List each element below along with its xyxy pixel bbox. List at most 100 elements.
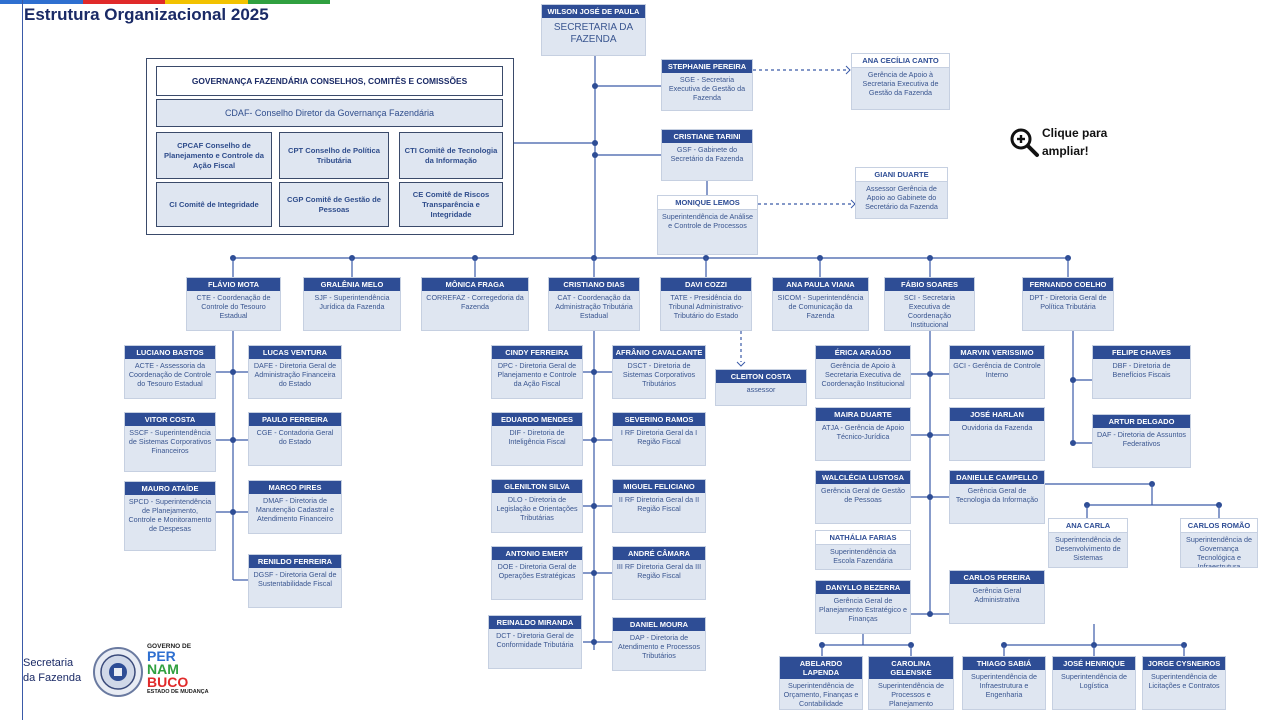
person-name: JOSÉ HENRIQUE <box>1053 657 1135 670</box>
council-box[interactable]: CTI Comitê de Tecnologia da Informação <box>399 132 503 179</box>
council-box[interactable]: CE Comitê de Riscos Transparência e Inte… <box>399 182 503 227</box>
stripe-green <box>247 0 330 4</box>
person-name: MONIQUE LEMOS <box>658 196 757 210</box>
person-name: CINDY FERREIRA <box>492 346 582 359</box>
council-box[interactable]: CGP Comitê de Gestão de Pessoas <box>279 182 389 227</box>
unit-description: Superintendência de Governança Tecnológi… <box>1186 535 1252 568</box>
unit-description: assessor <box>746 385 776 394</box>
unit-description: II RF Diretoria Geral da II Região Fisca… <box>618 495 700 513</box>
unit-description: Gerência Geral de Tecnologia da Informaç… <box>955 486 1039 504</box>
connector-dot <box>591 503 597 509</box>
person-name: STEPHANIE PEREIRA <box>662 60 752 73</box>
council-box[interactable]: CPCAF Conselho de Planejamento e Control… <box>156 132 272 179</box>
org-unit-box[interactable]: LUCIANO BASTOS ACTE - Assessoria da Coord… <box>124 345 216 399</box>
unit-description: SPCD - Superintendência de Planejamento,… <box>128 497 212 533</box>
unit-description: Assessor Gerência de Apoio ao Gabinete d… <box>865 184 938 211</box>
connector-dot <box>591 369 597 375</box>
council-box[interactable]: CPT Conselho de Política Tributária <box>279 132 389 179</box>
person-name: CRISTIANO DIAS <box>549 278 639 291</box>
stripe-red <box>82 0 165 4</box>
unit-description: DBF - Diretoria de Benefícios Fiscais <box>1112 361 1171 379</box>
connector-dot <box>230 509 236 515</box>
unit-description: GCI - Gerência de Controle Interno <box>953 361 1041 379</box>
person-name: LUCIANO BASTOS <box>125 346 215 359</box>
person-name: MARCO PIRES <box>249 481 341 494</box>
person-name: NATHÁLIA FARIAS <box>816 531 910 545</box>
person-name: PAULO FERREIRA <box>249 413 341 426</box>
org-unit-box[interactable]: FELIPE CHAVES DBF - Diretoria de Benefíci… <box>1092 345 1191 399</box>
connector-dot <box>592 152 598 158</box>
org-unit-box[interactable]: SEVERINO RAMOS I RF Diretoria Geral da I … <box>612 412 706 466</box>
org-unit-box[interactable]: MARVIN VERISSIMO GCI - Gerência de Contro… <box>949 345 1045 399</box>
person-name: FLÁVIO MOTA <box>187 278 280 291</box>
person-name: FELIPE CHAVES <box>1093 346 1190 359</box>
governance-title[interactable]: GOVERNANÇA FAZENDÁRIA CONSELHOS, COMITÊS… <box>156 66 503 96</box>
person-name: WILSON JOSÉ DE PAULA <box>542 5 645 18</box>
connector-dot <box>591 639 597 645</box>
person-name: VITOR COSTA <box>125 413 215 426</box>
unit-description: DAP - Diretoria de Atendimento e Process… <box>618 633 700 660</box>
page-title: Estrutura Organizacional 2025 <box>24 5 269 24</box>
person-name: MARVIN VERISSIMO <box>950 346 1044 359</box>
cdaf-council[interactable]: CDAF- Conselho Diretor da Governança Faz… <box>156 99 503 127</box>
person-name: REINALDO MIRANDA <box>489 616 581 629</box>
zoom-hint[interactable]: Clique para ampliar! <box>1008 124 1122 160</box>
unit-description: DIF - Diretoria de Inteligência Fiscal <box>508 428 566 446</box>
unit-description: SJF - Superintendência Jurídica da Fazen… <box>314 293 390 311</box>
council-box[interactable]: CI Comitê de Integridade <box>156 182 272 227</box>
person-name: FERNANDO COELHO <box>1023 278 1113 291</box>
unit-description: ACTE - Assessoria da Coordenação de Cont… <box>128 361 212 388</box>
unit-description: Superintendência de Licitações e Contrat… <box>1148 672 1220 690</box>
person-name: SEVERINO RAMOS <box>613 413 705 426</box>
person-name: ABELARDO LAPENDA <box>780 657 862 679</box>
unit-description: Superintendência de Infraestrutura e Eng… <box>971 672 1037 699</box>
unit-description: I RF Diretoria Geral da I Região Fiscal <box>620 428 698 446</box>
